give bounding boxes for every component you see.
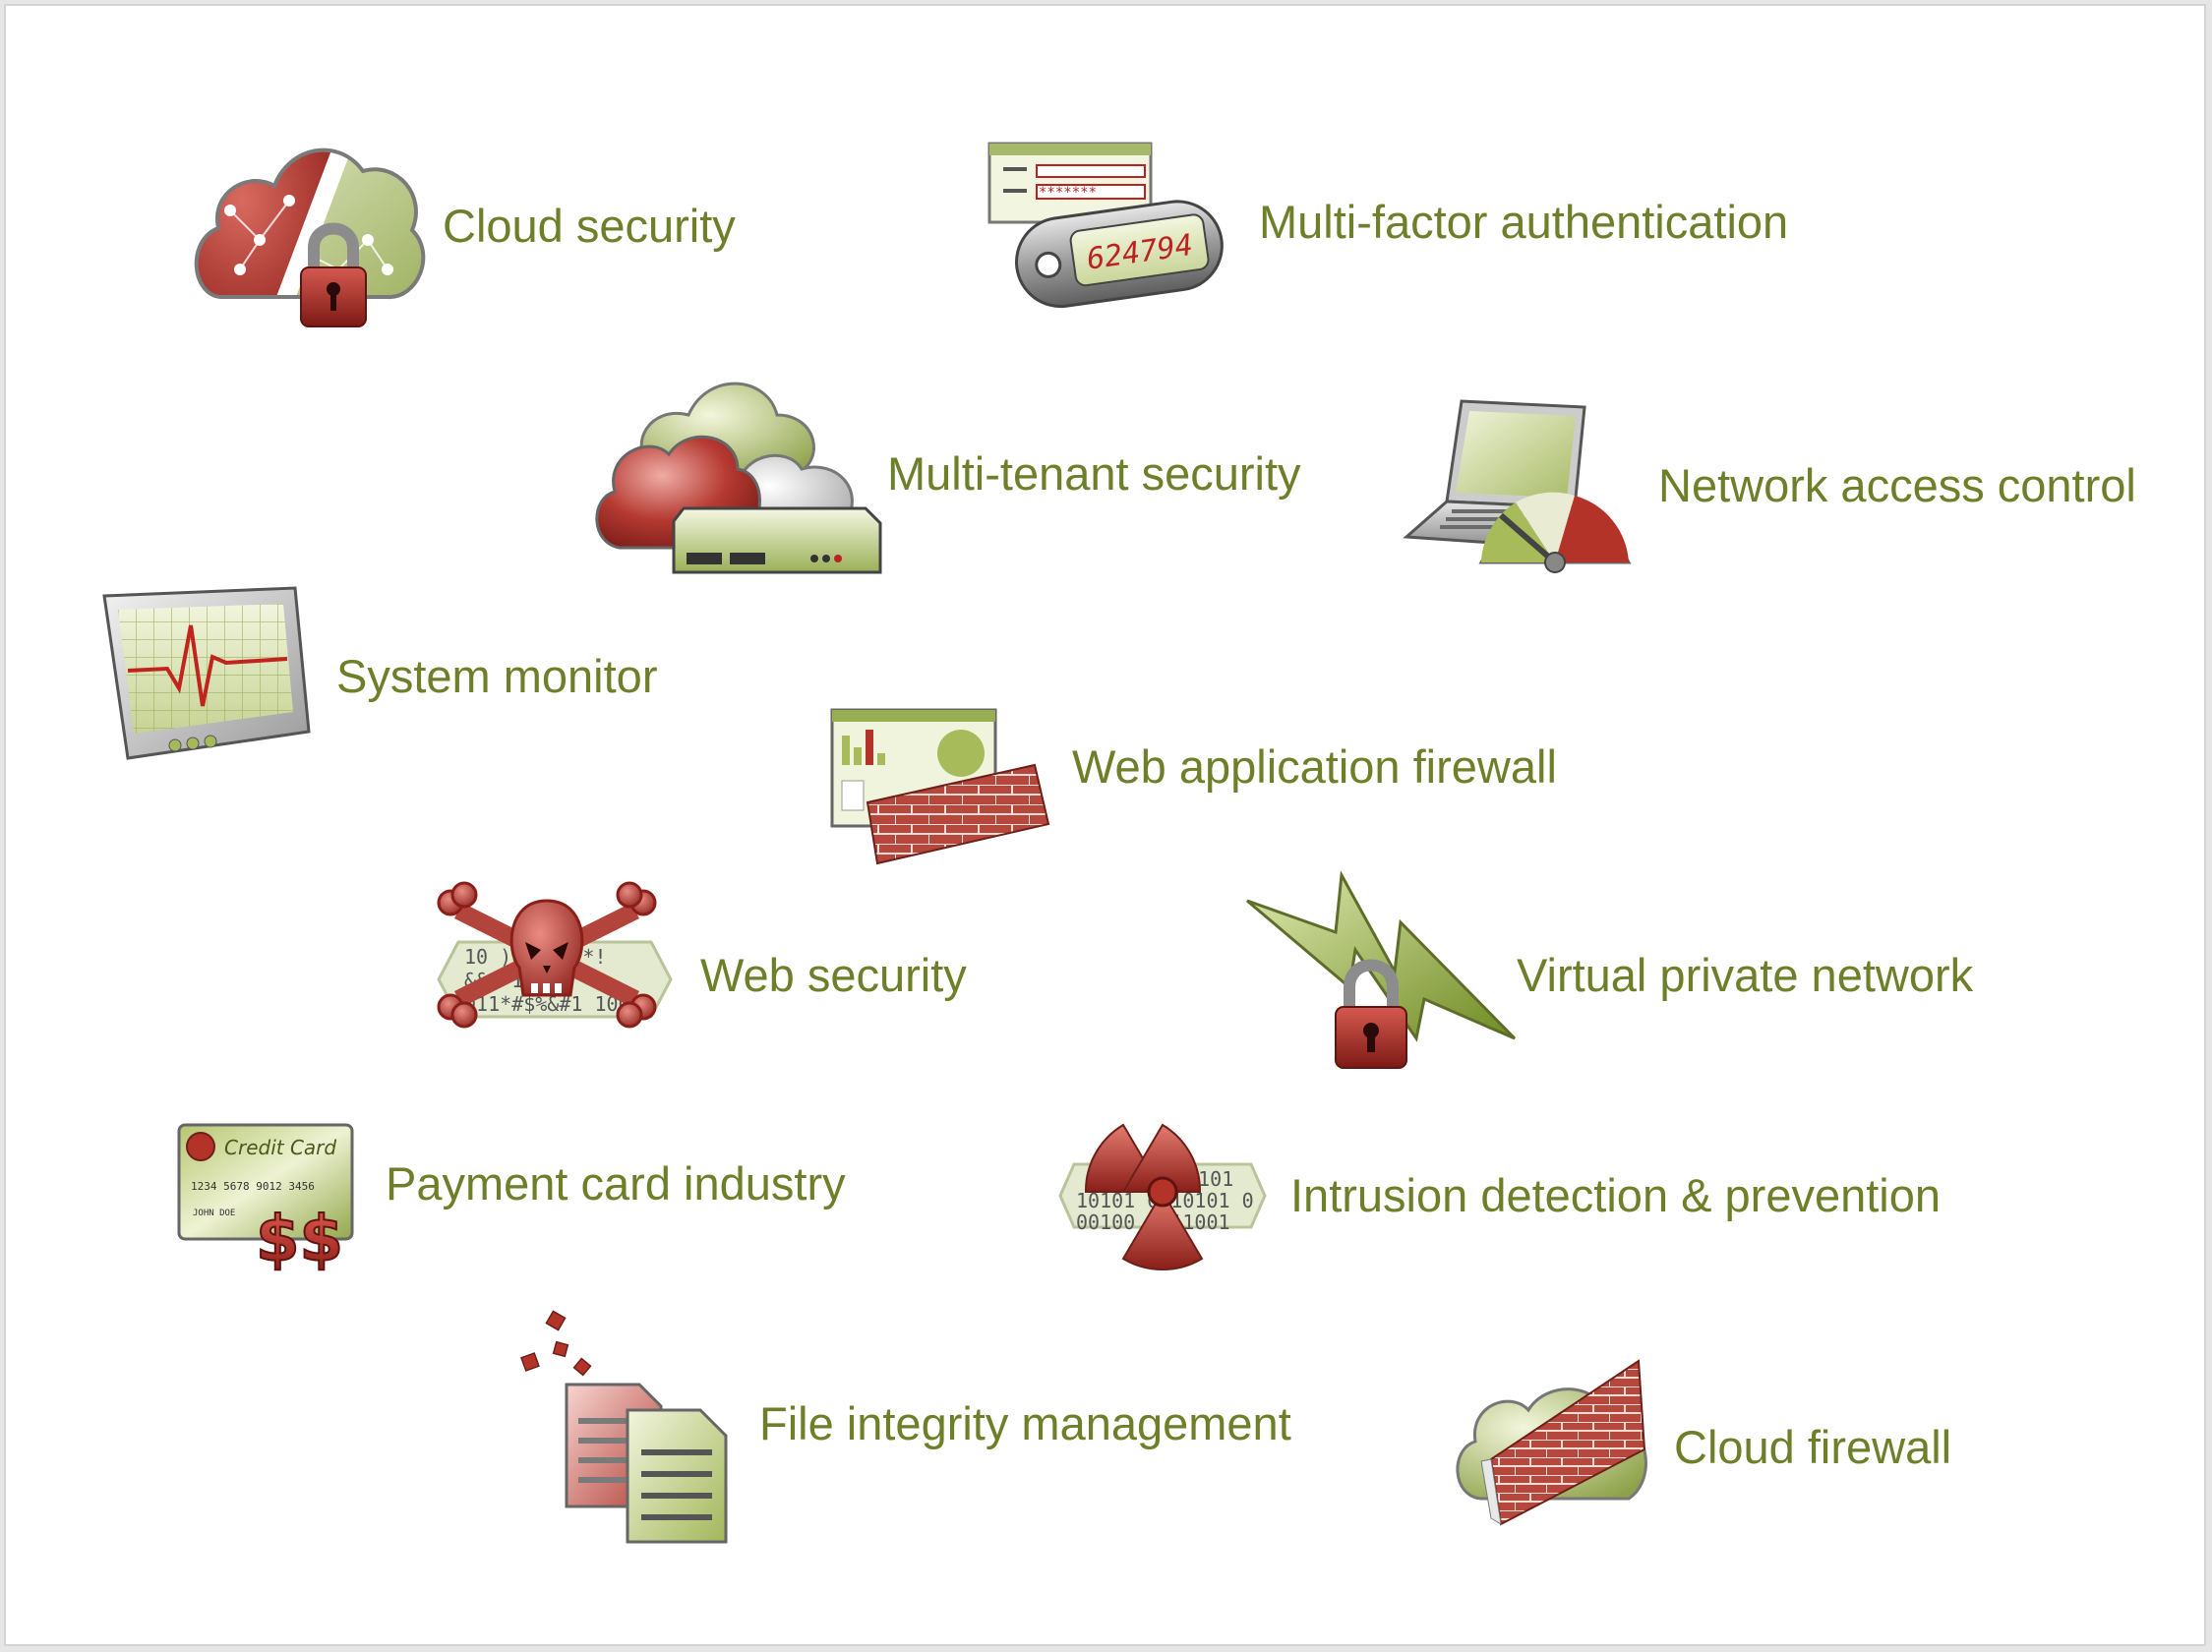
cloud-wall-icon xyxy=(1452,1351,1658,1528)
item-label: Payment card industry xyxy=(386,1157,846,1210)
item-label: Virtual private network xyxy=(1517,949,1974,1001)
item-label: Multi-tenant security xyxy=(887,447,1301,500)
item-label: Intrusion detection & prevention xyxy=(1290,1169,1942,1221)
cloud-lock-icon xyxy=(191,132,427,328)
diagram-canvas: Cloud security ******* 6 xyxy=(4,4,2206,1646)
item-label: Network access control xyxy=(1658,459,2136,511)
item-label: Web application firewall xyxy=(1072,740,1557,793)
item-label: Multi-factor authentication xyxy=(1259,196,1789,248)
laptop-gauge-icon xyxy=(1403,399,1648,576)
item-label: Cloud firewall xyxy=(1674,1421,1952,1473)
radiation-binary-icon: 01 101 10101 0010101 0 00100 1011001 xyxy=(1054,1115,1271,1272)
lightning-lock-icon xyxy=(1246,870,1523,1070)
skull-crossbones-icon: 10 )0!#$%!*! &&# 11 0 011*#$%&#1 100 xyxy=(429,881,675,1038)
item-label: Web security xyxy=(700,949,967,1001)
item-label: System monitor xyxy=(336,650,658,702)
card-title: Credit Card xyxy=(224,1136,336,1159)
heartbeat-monitor-icon xyxy=(100,586,317,763)
password-mask: ******* xyxy=(1039,185,1097,201)
documents-icon xyxy=(517,1310,734,1546)
browser-wall-icon xyxy=(828,706,1054,865)
card-number: 1234 5678 9012 3456 xyxy=(191,1180,315,1193)
credit-card-icon: Credit Card 1234 5678 9012 3456 JOHN DOE… xyxy=(175,1121,362,1277)
card-name: JOHN DOE xyxy=(193,1209,235,1218)
item-label: Cloud security xyxy=(443,200,736,252)
card-symbol: $$ xyxy=(256,1204,343,1276)
item-label: File integrity management xyxy=(759,1397,1291,1449)
token-icon: ******* 624794 xyxy=(986,140,1241,317)
clouds-appliance-icon xyxy=(590,376,885,582)
